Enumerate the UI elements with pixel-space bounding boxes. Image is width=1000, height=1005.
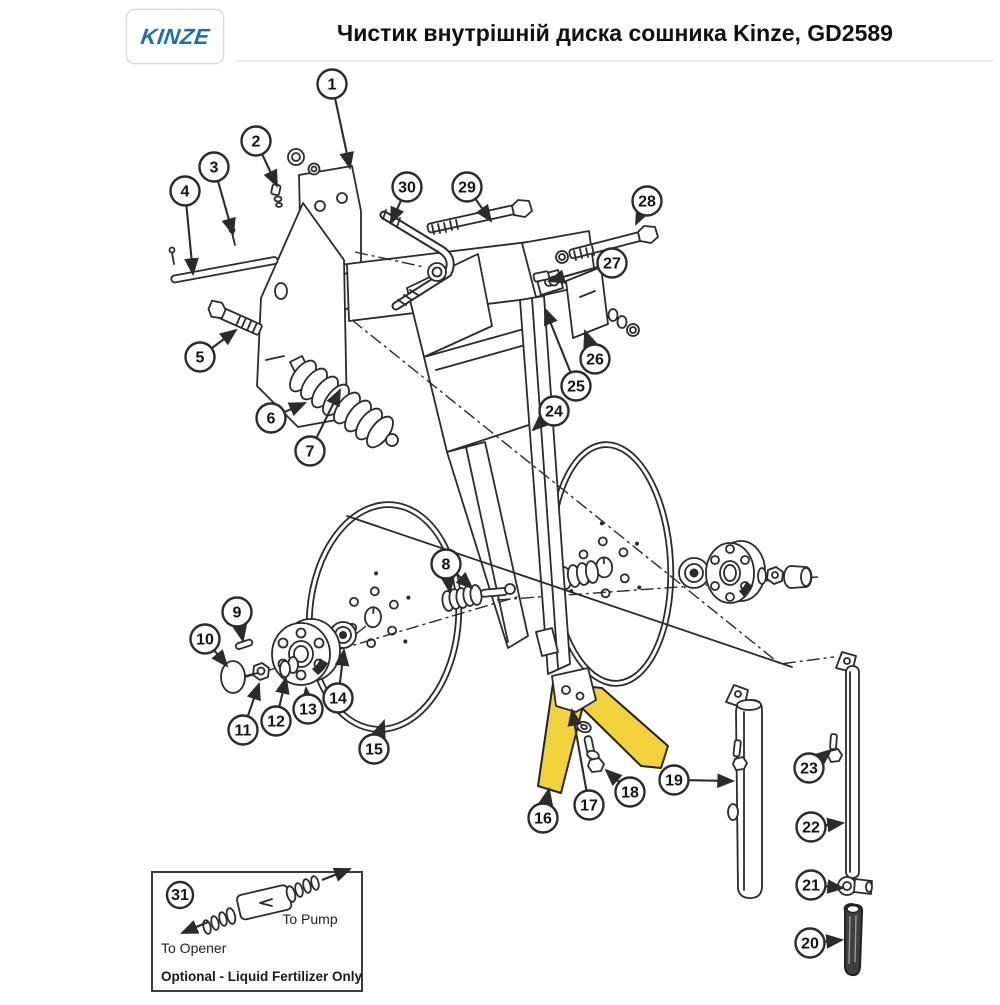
svg-text:7: 7 (306, 444, 315, 461)
svg-text:6: 6 (267, 411, 276, 428)
callout-20: 20 (794, 927, 845, 959)
callout-16: 16 (527, 786, 559, 834)
callout-29: 29 (451, 171, 493, 223)
callout-6: 6 (255, 402, 307, 434)
svg-text:20: 20 (801, 936, 819, 953)
callout-5: 5 (184, 328, 238, 373)
check-valve (180, 867, 352, 935)
callout-9: 9 (221, 596, 253, 644)
svg-text:15: 15 (365, 742, 383, 759)
svg-text:12: 12 (267, 714, 285, 731)
callout-27: 27 (546, 247, 628, 284)
callout-26: 26 (579, 329, 611, 375)
left-hub-assembly (220, 595, 521, 694)
callouts-layer: 1234567891011121314151617181920212223242… (169, 68, 846, 959)
svg-text:8: 8 (442, 557, 451, 574)
svg-text:28: 28 (638, 194, 656, 211)
frame-assembly (256, 165, 597, 649)
svg-text:10: 10 (196, 632, 214, 649)
svg-text:2: 2 (252, 134, 261, 151)
callout-14: 14 (322, 647, 354, 714)
callout-22: 22 (795, 811, 846, 843)
hex-bolt (207, 299, 263, 336)
callout-13: 13 (292, 685, 324, 725)
callout-25: 25 (544, 307, 592, 402)
to-pump-label: To Pump (282, 911, 337, 927)
callout-30: 30 (390, 171, 423, 225)
callout-17: 17 (567, 707, 605, 821)
wear-plate-26 (565, 266, 640, 339)
alignment-lines (346, 251, 835, 668)
svg-text:13: 13 (299, 702, 317, 719)
svg-text:3: 3 (210, 160, 219, 177)
hinge-pin (168, 226, 279, 284)
svg-text:25: 25 (567, 379, 585, 396)
callout-15: 15 (358, 719, 390, 765)
callout-4: 4 (169, 175, 201, 277)
callout-31-number: 31 (171, 887, 189, 904)
callout-31-circle (165, 880, 195, 910)
callout-1: 1 (316, 68, 354, 171)
svg-text:29: 29 (458, 180, 476, 197)
kinze-logo: KINZE (126, 9, 224, 64)
inset-caption: Optional - Liquid Fertilizer Only (161, 969, 362, 984)
callout-11: 11 (227, 682, 261, 746)
callout-3: 3 (198, 151, 236, 237)
svg-text:11: 11 (235, 723, 252, 740)
right-hub-assembly (496, 540, 819, 604)
svg-text:21: 21 (802, 878, 820, 895)
header-divider (236, 60, 994, 62)
callout-23: 23 (793, 748, 833, 784)
bolt-29 (426, 199, 533, 235)
svg-text:27: 27 (603, 256, 621, 273)
callout-2: 2 (240, 125, 278, 188)
hose-segment (843, 902, 864, 977)
svg-text:24: 24 (545, 404, 563, 421)
callout-24: 24 (531, 395, 570, 432)
callout-10: 10 (189, 623, 229, 668)
svg-text:4: 4 (181, 184, 190, 201)
mount-spring (289, 355, 399, 449)
svg-text:30: 30 (398, 180, 416, 197)
svg-text:16: 16 (534, 811, 552, 828)
svg-text:14: 14 (329, 691, 347, 708)
set-screw (270, 183, 283, 208)
svg-text:26: 26 (586, 352, 604, 369)
svg-text:23: 23 (800, 761, 818, 778)
callout-28: 28 (631, 185, 663, 226)
svg-text:9: 9 (233, 605, 242, 622)
callout-7: 7 (294, 388, 341, 467)
svg-text:18: 18 (621, 785, 639, 802)
callout-12: 12 (260, 675, 292, 737)
washer-stack-8 (441, 583, 516, 612)
fertilizer-tubes (725, 651, 873, 977)
svg-text:17: 17 (580, 798, 598, 815)
callout-8: 8 (430, 548, 474, 595)
callout-19: 19 (658, 764, 736, 796)
svg-text:19: 19 (665, 773, 683, 790)
callout-21: 21 (795, 869, 846, 901)
page-title: Чистик внутрішній диска сошника Kinze, G… (337, 20, 893, 46)
svg-text:1: 1 (328, 77, 337, 94)
svg-text:22: 22 (802, 820, 820, 837)
svg-text:5: 5 (196, 350, 205, 367)
shank (519, 295, 571, 675)
inset-box: 31 To Pump To Opener Optional - Liquid F… (151, 867, 363, 992)
scraper-blade-yellow (537, 667, 669, 794)
callout-18: 18 (604, 768, 646, 808)
kinze-logo-text: KINZE (139, 23, 212, 49)
to-opener-label: To Opener (161, 940, 227, 956)
